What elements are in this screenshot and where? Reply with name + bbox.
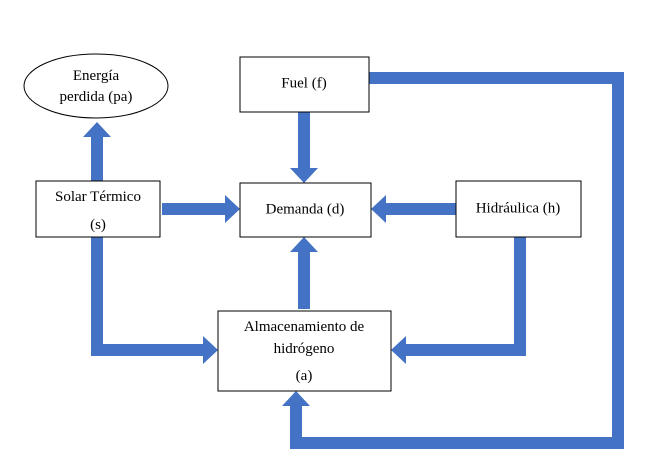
fuel-box	[239, 56, 370, 113]
almacenamiento-line2: hidrógeno	[274, 341, 335, 357]
node-hidraulica: Hidráulica (h)	[455, 180, 582, 238]
solar-termico-line2: (s)	[90, 217, 106, 233]
edge-hidraulica-to-demanda	[371, 195, 456, 223]
almacenamiento-line1: Almacenamiento de	[244, 319, 365, 335]
energia-perdida-line1: Energía	[73, 68, 120, 84]
fuel-label: Fuel (f)	[281, 75, 326, 91]
demanda-label: Demanda (d)	[266, 201, 345, 217]
edge-hidraulica-to-almacenamiento	[391, 237, 526, 364]
demanda-box	[239, 182, 372, 238]
edge-almacenamiento-to-demanda	[290, 237, 318, 309]
almacenamiento-line3: (a)	[296, 368, 313, 384]
edge-fuel-to-almacenamiento	[282, 72, 624, 449]
node-energia-perdida: Energía perdida (pa)	[23, 53, 169, 119]
solar-termico-box	[35, 180, 161, 238]
hidraulica-label: Hidráulica (h)	[476, 200, 561, 216]
edge-fuel-to-demanda	[290, 112, 318, 183]
almacenamiento-box	[217, 310, 392, 392]
node-demanda: Demanda (d)	[239, 182, 372, 238]
energia-perdida-line2: perdida (pa)	[60, 89, 133, 105]
node-solar-termico: Solar Térmico (s)	[35, 180, 161, 238]
edge-solar-to-demanda	[162, 195, 240, 223]
edge-solar-to-almacenamiento	[91, 237, 218, 364]
edge-solar-to-energia-perdida	[83, 122, 111, 181]
energia-perdida-ellipse	[23, 53, 169, 119]
node-almacenamiento: Almacenamiento de hidrógeno (a)	[217, 310, 392, 392]
node-fuel: Fuel (f)	[239, 56, 370, 113]
solar-termico-line1: Solar Térmico	[55, 189, 141, 205]
edges	[83, 72, 624, 449]
hidraulica-box	[455, 180, 582, 238]
